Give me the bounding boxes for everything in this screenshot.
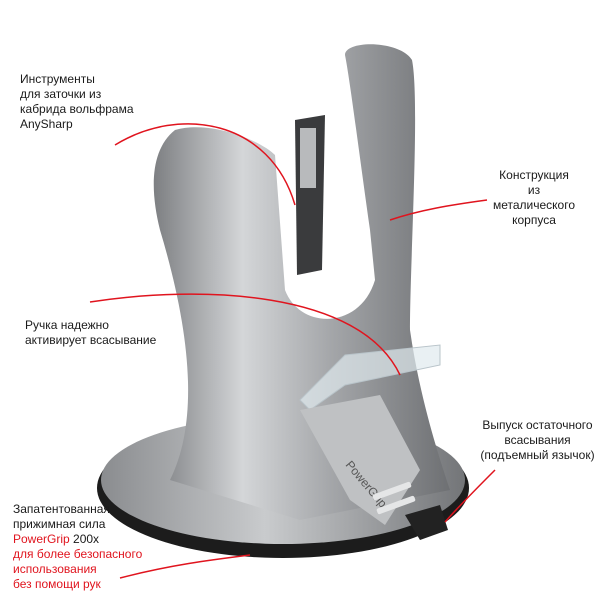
label-release: Выпуск остаточного всасывания (подъемный… bbox=[480, 418, 595, 463]
label-line: без помощи рук bbox=[13, 577, 101, 591]
arrow-tools bbox=[114, 123, 296, 206]
carbide-insert bbox=[300, 128, 316, 188]
arrow-release bbox=[444, 469, 496, 523]
label-line: Запатентованная bbox=[13, 502, 110, 516]
callout-arrows bbox=[89, 123, 496, 579]
label-line: Инструменты bbox=[20, 72, 95, 86]
label-grip: Запатентованная прижимная сила PowerGrip… bbox=[13, 502, 142, 592]
label-line: корпуса bbox=[512, 213, 556, 227]
label-line: кабрида вольфрама bbox=[20, 102, 134, 116]
label-line: всасывания bbox=[504, 433, 571, 447]
label-line: AnySharp bbox=[20, 117, 73, 131]
label-line: для более безопасного bbox=[13, 547, 143, 561]
label-body: Конструкция из металического корпуса bbox=[488, 168, 580, 228]
label-line: использования bbox=[13, 562, 97, 576]
label-line: Ручка надежно bbox=[25, 318, 109, 332]
arrow-grip bbox=[119, 554, 251, 579]
grip-factor: 200x bbox=[69, 532, 100, 546]
label-line: прижимная сила bbox=[13, 517, 106, 531]
label-handle: Ручка надежно активирует всасывание bbox=[25, 318, 156, 348]
release-tab bbox=[405, 505, 448, 540]
label-tools: Инструменты для заточки из кабрида вольф… bbox=[20, 72, 134, 132]
label-line: из металического bbox=[492, 183, 576, 212]
sharpener: PowerGrip bbox=[97, 44, 469, 558]
brand-name: PowerGrip bbox=[13, 532, 70, 546]
label-line: для заточки из bbox=[20, 87, 102, 101]
label-line: Выпуск остаточного bbox=[482, 418, 593, 432]
arrow-body bbox=[389, 199, 488, 221]
label-line: Конструкция bbox=[499, 168, 569, 182]
label-line: активирует всасывание bbox=[25, 333, 157, 347]
label-line: PowerGrip 200x bbox=[13, 532, 142, 547]
label-line: (подъемный язычок) bbox=[480, 448, 595, 462]
arrow-handle bbox=[89, 293, 401, 376]
